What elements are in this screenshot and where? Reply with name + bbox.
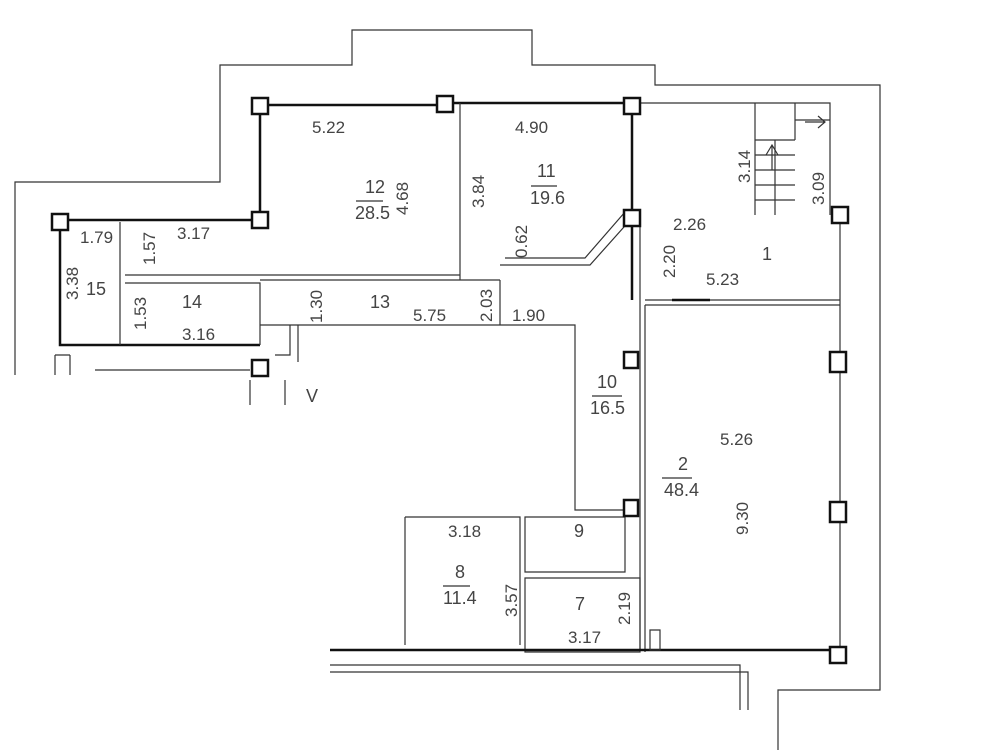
- room-8-number: 8: [455, 562, 465, 582]
- stair-arrow-icon: [765, 115, 826, 170]
- dimension: 1.79: [80, 228, 113, 247]
- dimension: 2.03: [477, 289, 496, 322]
- room-8-area: 11.4: [443, 588, 477, 608]
- bottom-boundary: [330, 664, 749, 710]
- dimension: 5.23: [706, 270, 739, 289]
- dimension: 1.30: [307, 290, 326, 323]
- dimension: 3.38: [63, 267, 82, 300]
- room-2-number: 2: [678, 454, 688, 474]
- room-11-number: 11: [537, 161, 556, 181]
- dimension: 3.17: [568, 628, 601, 647]
- room-1-number: 1: [762, 244, 772, 264]
- columns: [50, 94, 850, 665]
- room-12-number: 12: [365, 177, 385, 197]
- room-15-number: 15: [86, 279, 106, 299]
- dimension: 1.90: [512, 306, 545, 325]
- dimension: 2.26: [673, 215, 706, 234]
- dimension: 3.57: [502, 584, 521, 617]
- dimension: 3.17: [177, 224, 210, 243]
- dimension: 4.68: [393, 182, 412, 215]
- dimension: 2.19: [615, 592, 634, 625]
- dimension: 3.09: [809, 172, 828, 205]
- room-7-number: 7: [575, 594, 585, 614]
- room-14-number: 14: [182, 292, 202, 312]
- room-10-area: 16.5: [590, 398, 625, 418]
- dimension: 0.62: [512, 225, 531, 258]
- dimension: 9.30: [733, 502, 752, 535]
- dimension: 3.16: [182, 325, 215, 344]
- dimension: 4.90: [515, 118, 548, 137]
- dimension: 1.53: [131, 297, 150, 330]
- room-11-area: 19.6: [530, 188, 565, 208]
- room-13-number: 13: [370, 292, 390, 312]
- dimension: 5.22: [312, 118, 345, 137]
- room-2-area: 48.4: [664, 480, 699, 500]
- room-10-number: 10: [597, 372, 617, 392]
- room-12-area: 28.5: [355, 203, 390, 223]
- outer-boundary: [14, 29, 881, 750]
- dimension: 5.75: [413, 306, 446, 325]
- dimension: 3.18: [448, 522, 481, 541]
- dimension: 1.57: [140, 232, 159, 265]
- walls: [54, 101, 845, 655]
- section-marker: V: [306, 386, 318, 406]
- dimension-labels: 5.22 4.68 4.90 3.84 0.62 3.14 3.09 2.26 …: [63, 118, 828, 647]
- dimension: 3.84: [469, 175, 488, 208]
- room-labels: 1 2 48.4 7 8 11.4 9 10 16.5 11 19.6 12 2…: [86, 161, 772, 614]
- dimension: 3.14: [735, 150, 754, 183]
- room-9-number: 9: [574, 521, 584, 541]
- dimension: 2.20: [660, 245, 679, 278]
- dimension: 5.26: [720, 430, 753, 449]
